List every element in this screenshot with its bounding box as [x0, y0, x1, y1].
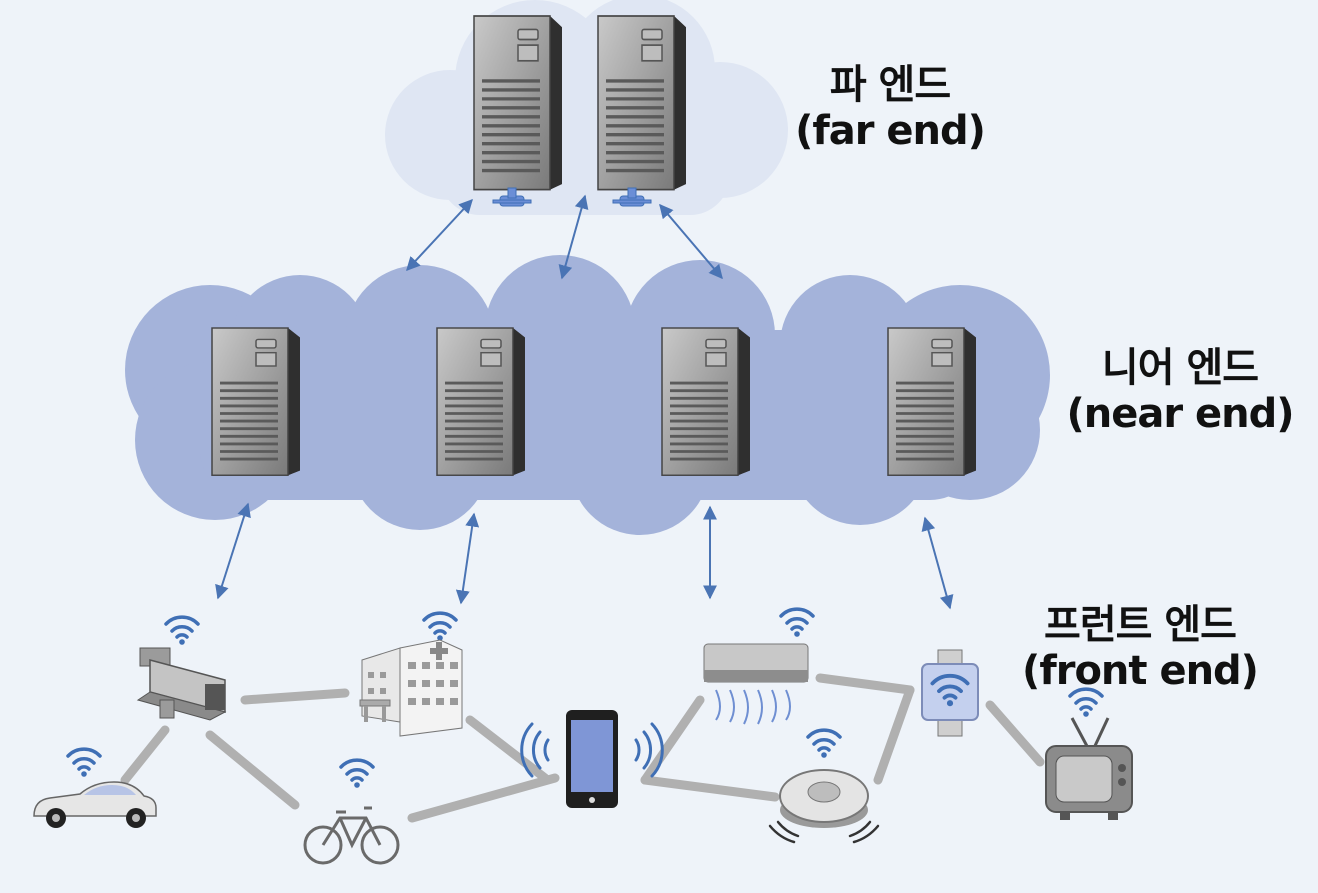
television-icon	[1045, 717, 1133, 820]
far-near-arrows	[406, 194, 723, 280]
far-end-label-ko: 파 엔드	[829, 62, 951, 108]
smartwatch-icon	[921, 649, 979, 737]
far-end-label-en: (far end)	[795, 108, 986, 154]
far-end-label: 파 엔드 (far end)	[770, 62, 1010, 154]
wifi-icon	[422, 611, 458, 643]
near-end-server-1	[210, 326, 302, 477]
device-links	[120, 673, 1045, 823]
hospital-building-icon	[359, 639, 463, 737]
cctv-camera-icon	[136, 647, 227, 721]
front-end-label: 프런트 엔드 (front end)	[1010, 602, 1270, 694]
wifi-icon	[806, 728, 842, 760]
near-end-label-ko: 니어 엔드	[1101, 345, 1259, 391]
near-end-server-2	[435, 326, 527, 477]
far-end-server-1	[472, 14, 564, 192]
wifi-icon	[164, 615, 200, 647]
bicycle-icon	[303, 806, 400, 865]
front-end-label-en: (front end)	[1022, 648, 1259, 694]
near-front-arrows	[215, 502, 954, 610]
car-icon	[33, 781, 157, 828]
near-end-label-en: (near end)	[1066, 391, 1294, 437]
wifi-icon	[339, 758, 375, 790]
far-end-connectors	[492, 187, 652, 207]
smartphone-icon	[520, 710, 664, 808]
wifi-icon	[779, 607, 815, 639]
near-end-label: 니어 엔드 (near end)	[1060, 345, 1300, 437]
near-end-server-4	[886, 326, 978, 477]
near-end-server-3	[660, 326, 752, 477]
robot-vacuum-icon	[768, 769, 880, 844]
far-end-server-2	[596, 14, 688, 192]
far-end-cloud	[385, 0, 788, 215]
wifi-icon	[66, 747, 102, 779]
front-end-label-ko: 프런트 엔드	[1044, 602, 1237, 648]
air-conditioner-icon	[703, 643, 809, 725]
